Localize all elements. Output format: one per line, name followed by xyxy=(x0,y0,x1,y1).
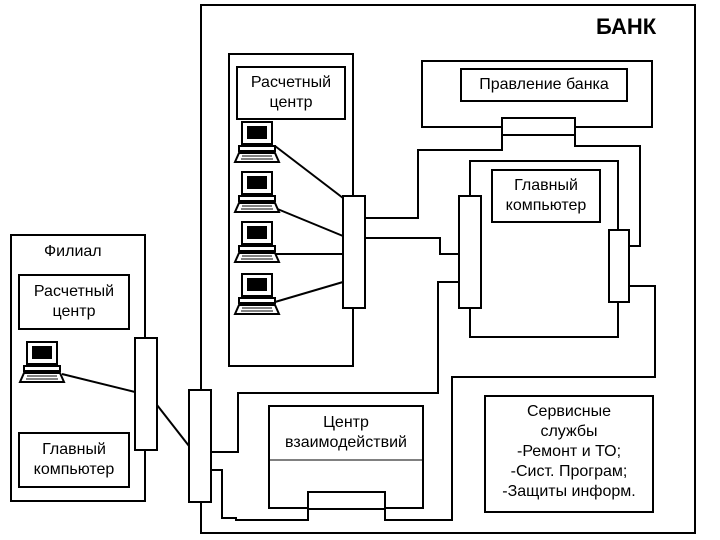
bank-calc-center-label: Расчетный центр xyxy=(250,74,332,111)
hub-board xyxy=(501,117,576,136)
wire-main-to-interaction xyxy=(384,285,656,521)
board-label: Правление банка xyxy=(479,76,609,93)
hubs xyxy=(134,117,630,510)
wire-calc-to-main xyxy=(365,237,459,255)
hub-bank-entry xyxy=(188,389,212,503)
wire-branch-pc xyxy=(61,373,136,393)
hub-main-right xyxy=(608,229,630,303)
computer-icon xyxy=(234,171,280,213)
wire-pc-2 xyxy=(274,207,344,237)
bank-calc-center-box xyxy=(236,66,346,120)
wire-pc-4 xyxy=(274,281,344,303)
branch-computer-icon xyxy=(19,341,65,383)
bank-title: БАНК xyxy=(596,14,657,39)
wire-pc-1 xyxy=(274,145,344,199)
board-box xyxy=(460,68,628,102)
wire-branch-to-bank xyxy=(156,404,190,447)
connection-lines xyxy=(61,135,656,521)
hub-interaction xyxy=(307,491,386,510)
wire-board-to-main-right xyxy=(574,135,641,247)
computer-icon xyxy=(234,273,280,315)
branch-title: Филиал xyxy=(44,243,102,260)
hub-branch xyxy=(134,337,158,451)
computer-icon xyxy=(234,121,280,163)
wire-entry-to-main xyxy=(212,281,459,453)
branch-main-computer-box xyxy=(18,432,130,488)
wire-entry-to-interaction xyxy=(212,469,309,521)
services-label: Сервисные службы -Ремонт и ТО; -Сист. Пр… xyxy=(502,403,636,500)
hub-main-left xyxy=(458,195,482,309)
interaction-center-label: Центр взаимодействий xyxy=(285,414,407,451)
hub-bank-calc xyxy=(342,195,366,309)
wire-calc-to-board xyxy=(365,135,503,219)
bank-main-computer-label: Главный компьютер xyxy=(505,177,587,214)
services-box xyxy=(484,395,654,513)
bank-main-computer-box xyxy=(491,169,601,223)
computer-icon xyxy=(234,221,280,263)
branch-calc-center-label: Расчетный центр xyxy=(33,283,115,320)
branch-calc-center-box xyxy=(18,274,130,330)
branch-main-computer-label: Главный компьютер xyxy=(33,441,115,478)
